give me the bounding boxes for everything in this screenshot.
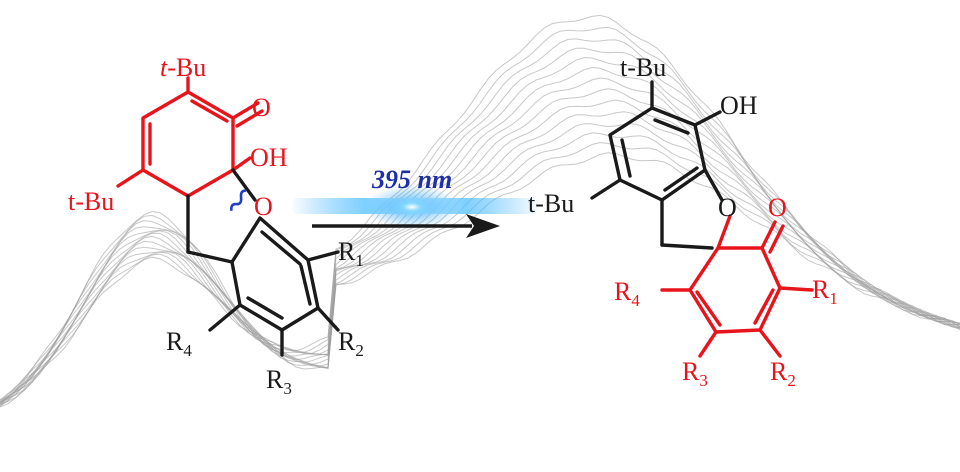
product-black-bonds	[590, 80, 724, 250]
spectrum-curve	[0, 38, 960, 403]
spectrum-curve	[0, 142, 960, 405]
product-ring-o-label: O	[718, 193, 737, 222]
reactant-tbu-top-label: t-Bu	[160, 53, 206, 82]
reactant-molecule: t-Bu t-Bu O OH O R1 R2 R3 R4	[68, 53, 364, 398]
spectrum-curve	[0, 123, 960, 403]
bond-cleavage-icon	[229, 189, 247, 211]
reactant-tbu-left-label: t-Bu	[68, 187, 114, 216]
light-wavelength-label: 395 nm	[371, 165, 452, 194]
background-spectra	[0, 14, 960, 408]
reactant-hydroxyl-label: OH	[250, 143, 288, 172]
spectrum-curve	[0, 88, 960, 403]
product-r4-label: R4	[614, 277, 640, 310]
product-carbonyl-o-label: O	[768, 193, 787, 222]
spectrum-curve	[0, 66, 960, 408]
reactant-r4-label: R4	[166, 327, 192, 360]
reaction-arrow-group: 395 nm	[290, 165, 540, 238]
spectrum-curve	[0, 14, 960, 408]
product-red-ring	[660, 214, 814, 358]
product-molecule: t-Bu OH t-Bu O O R1 R2 R3 R4	[528, 53, 838, 390]
reactant-r3-label: R3	[266, 365, 292, 398]
product-tbu-top-label: t-Bu	[620, 53, 666, 82]
product-hydroxyl-label: OH	[720, 91, 758, 120]
reactant-black-bonds	[186, 168, 340, 357]
product-r1-label: R1	[812, 275, 838, 308]
reactant-ether-o-label: O	[254, 192, 273, 221]
product-r2-label: R2	[770, 357, 796, 390]
spectrum-curve	[0, 132, 960, 405]
spectrum-curve	[0, 77, 960, 406]
product-r3-label: R3	[682, 357, 708, 390]
light-glow-icon	[364, 185, 460, 229]
arrow-head-icon	[466, 214, 500, 238]
reactant-carbonyl-o-label: O	[252, 93, 271, 122]
spectrum-curve	[0, 26, 960, 405]
spectrum-curve	[0, 57, 960, 406]
product-tbu-left-label: t-Bu	[528, 189, 574, 218]
reactant-r2-label: R2	[338, 327, 364, 360]
reactant-r1-label: R1	[338, 237, 364, 270]
